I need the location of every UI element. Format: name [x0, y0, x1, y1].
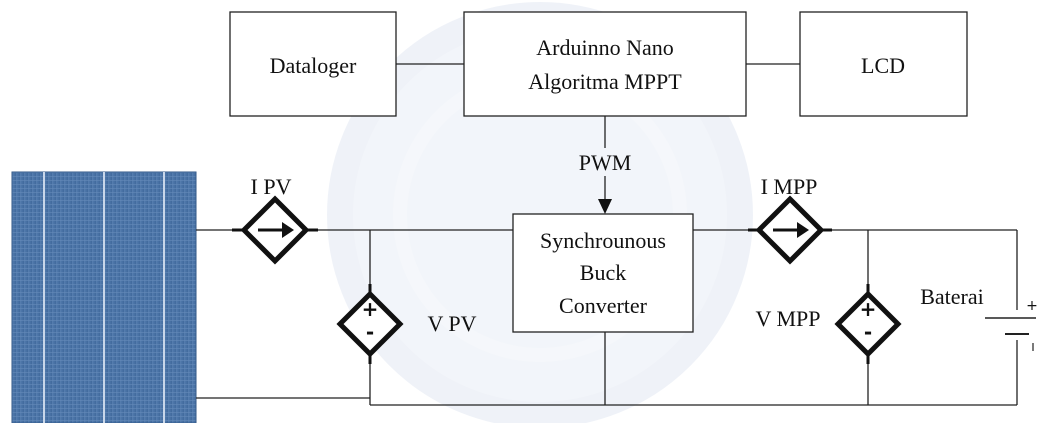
svg-text:-: - — [864, 320, 872, 344]
v-pv-voltage-sensor-icon: + - — [336, 284, 404, 364]
buck-converter-block — [512, 213, 694, 333]
converter-label-line3: Converter — [559, 293, 648, 318]
lcd-label: LCD — [861, 53, 905, 78]
svg-text:+: + — [1026, 298, 1038, 314]
i-pv-label: I PV — [251, 174, 292, 199]
i-mpp-label: I MPP — [761, 174, 818, 199]
datalogger-block — [229, 11, 397, 117]
battery-icon: + — [985, 298, 1038, 351]
svg-text:+: + — [860, 297, 877, 321]
v-mpp-voltage-sensor-icon: + - — [834, 284, 902, 364]
converter-label-line2: Buck — [580, 260, 626, 285]
converter-label-line1: Synchrounous — [540, 228, 666, 253]
datalogger-label: Dataloger — [270, 53, 357, 78]
svg-text:+: + — [362, 297, 379, 321]
controller-label-line2: Algoritma MPPT — [528, 69, 682, 94]
solar-panel-icon — [11, 171, 197, 423]
pwm-label: PWM — [579, 150, 632, 175]
pwm-arrowhead — [598, 199, 612, 214]
v-pv-label: V PV — [427, 311, 476, 336]
battery-label: Baterai — [920, 284, 984, 309]
lcd-block — [799, 11, 968, 117]
svg-text:-: - — [366, 320, 374, 344]
i-mpp-current-sensor-icon — [748, 195, 832, 265]
controller-block — [463, 11, 747, 117]
controller-label-line1: Arduinno Nano — [536, 35, 673, 60]
i-pv-current-sensor-icon — [232, 195, 318, 265]
v-mpp-label: V MPP — [755, 306, 820, 331]
